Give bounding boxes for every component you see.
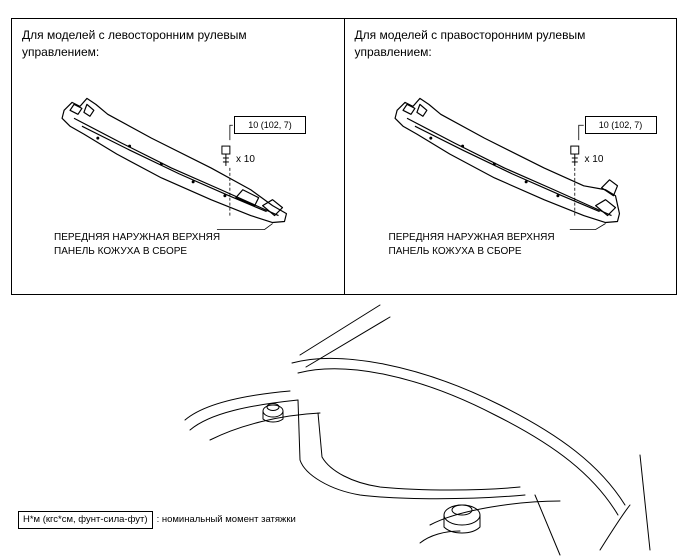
lhd-part-label: ПЕРЕДНЯЯ НАРУЖНАЯ ВЕРХНЯЯ ПАНЕЛЬ КОЖУХА … <box>54 232 221 257</box>
lhd-panel: Для моделей с левосторонним рулевым упра… <box>12 19 344 294</box>
model-panels: Для моделей с левосторонним рулевым упра… <box>11 18 677 295</box>
rhd-part-label: ПЕРЕДНЯЯ НАРУЖНАЯ ВЕРХНЯЯ ПАНЕЛЬ КОЖУХА … <box>388 232 555 257</box>
rhd-panel-title: Для моделей с правосторонним рулевым упр… <box>354 28 586 59</box>
rhd-cowl-panel-drawing <box>393 97 620 230</box>
torque-legend-description: : номинальный момент затяжки <box>156 514 296 525</box>
bolt-icon <box>569 145 579 166</box>
rhd-panel: Для моделей с правосторонним рулевым упр… <box>343 19 677 294</box>
lhd-bolt-qty: x 10 <box>236 154 255 165</box>
lhd-torque-value: 10 (102, 7) <box>234 116 306 134</box>
bolt-icon <box>221 145 231 166</box>
lhd-panel-title: Для моделей с левосторонним рулевым упра… <box>22 28 247 59</box>
lhd-cowl-panel-drawing <box>61 97 288 230</box>
rhd-bolt-qty: x 10 <box>584 154 604 165</box>
rhd-torque-value: 10 (102, 7) <box>584 116 657 134</box>
vehicle-cowl-drawing <box>184 304 651 556</box>
torque-unit-box: Н*м (кгс*см, фунт-сила-фут) <box>18 511 153 529</box>
torque-legend: Н*м (кгс*см, фунт-сила-фут) : номинальны… <box>18 511 296 529</box>
